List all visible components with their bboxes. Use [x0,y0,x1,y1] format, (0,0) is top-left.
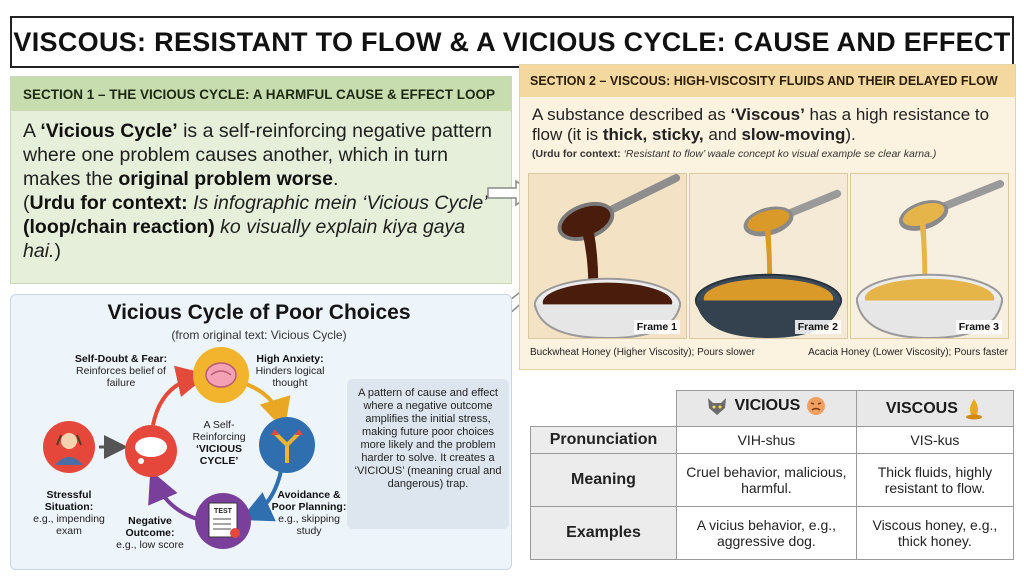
acacia-honey-spoon-icon [690,174,847,338]
stress-label: Stressful Situation:e.g., impending exam [33,489,105,537]
section-2-urdu-note: (Urdu for context: ‘Resistant to flow’ w… [532,148,937,160]
vicious-pronunciation: VIH-shus [676,425,857,455]
failed-test-icon: TEST [195,493,251,549]
acacia-caption: Acacia Honey (Lower Viscosity); Pours fa… [808,347,1008,358]
section-1-body: A ‘Vicious Cycle’ is a self-reinforcing … [11,111,511,271]
stressed-person-icon [43,421,95,473]
viscous-pronunciation: VIS-kus [855,425,1015,455]
frame-3-label: Frame 3 [955,320,1002,334]
vicious-meaning: Cruel behavior, malicious, harmful. [676,453,857,508]
avoidance-label: Avoidance & Poor Planning:e.g., skipping… [271,489,347,537]
honey-drop-icon [965,398,982,419]
vicious-examples: A vicius behavior, e.g., aggressive dog. [676,506,857,560]
buckwheat-caption: Buckwheat Honey (Higher Viscosity); Pour… [530,347,755,358]
frame-3: Frame 3 [850,173,1009,339]
buckwheat-honey-spoon-icon [529,174,686,338]
wolf-icon [708,398,727,415]
row-label-examples: Examples [530,506,677,560]
angry-face-icon [807,397,826,415]
brain-anxiety-icon [193,347,249,403]
buckwheat-fill [561,205,611,238]
thought-bubble-icon [125,425,177,477]
row-label-meaning: Meaning [530,453,677,508]
table-row: Examples A vicius behavior, e.g., aggres… [530,506,1015,560]
frame-2: Frame 2 [689,173,848,339]
section-2-definition: A substance described as ‘Viscous’ has a… [532,105,990,144]
cycle-subtitle: (from original text: Vicious Cycle) [171,328,347,342]
title-box: VISCOUS: RESISTANT TO FLOW & A VICIOUS C… [10,16,1014,68]
cycle-description: A pattern of cause and effect where a ne… [347,379,509,529]
section-1-definition: A ‘Vicious Cycle’ is a self-reinforcing … [23,120,492,190]
light-honey-spoon-icon [851,174,1008,338]
table-row: Meaning Cruel behavior, malicious, harmf… [530,453,1015,508]
negative-outcome-label: Negative Outcome:e.g., low score [116,515,184,551]
section-2-panel: SECTION 2 – VISCOUS: HIGH-VISCOSITY FLUI… [519,64,1016,370]
header-viscous: VISCOUS [855,390,1015,427]
cycle-title: Vicious Cycle of Poor Choices [107,301,411,324]
comparison-table: VICIOUS VISCOUS Pronunciation VIH-shus V… [530,390,1015,560]
section-1-urdu-note: (Urdu for context: Is infographic mein ‘… [23,192,487,262]
table-row: Pronunciation VIH-shus VIS-kus [530,425,1015,455]
header-viscous-label: VISCOUS [885,399,958,417]
frame-2-label: Frame 2 [794,320,841,334]
page-title: VISCOUS: RESISTANT TO FLOW & A VICIOUS C… [13,26,1011,57]
test-label: TEST [214,508,233,515]
section-2-captions: Buckwheat Honey (Higher Viscosity); Pour… [530,347,1008,358]
section-1-heading: SECTION 1 – THE VICIOUS CYCLE: A HARMFUL… [11,77,511,111]
viscous-examples: Viscous honey, e.g., thick honey. [855,506,1015,560]
self-doubt-label: Self-Doubt & Fear:Reinforces belief of f… [74,353,168,389]
table-header-row: VICIOUS VISCOUS [530,390,1015,427]
row-label-pronunciation: Pronunciation [530,425,677,455]
anxiety-label: High Anxiety:Hinders logical thought [255,353,325,389]
header-vicious: VICIOUS [676,390,857,427]
viscous-meaning: Thick fluids, highly resistant to flow. [855,453,1015,508]
frame-1: Frame 1 [528,173,687,339]
section-1-panel: SECTION 1 – THE VICIOUS CYCLE: A HARMFUL… [10,76,512,284]
cycle-diagram: TEST [43,347,315,549]
table-corner [530,390,677,427]
section-2-heading: SECTION 2 – VISCOUS: HIGH-VISCOSITY FLUI… [520,65,1015,97]
header-vicious-label: VICIOUS [734,397,801,414]
crossroads-arrows-icon [259,417,315,473]
frame-1-label: Frame 1 [633,320,680,334]
honey-frames: Frame 1 Frame 2 [528,173,1009,339]
vicious-cycle-panel: Vicious Cycle of Poor Choices (from orig… [10,294,512,570]
